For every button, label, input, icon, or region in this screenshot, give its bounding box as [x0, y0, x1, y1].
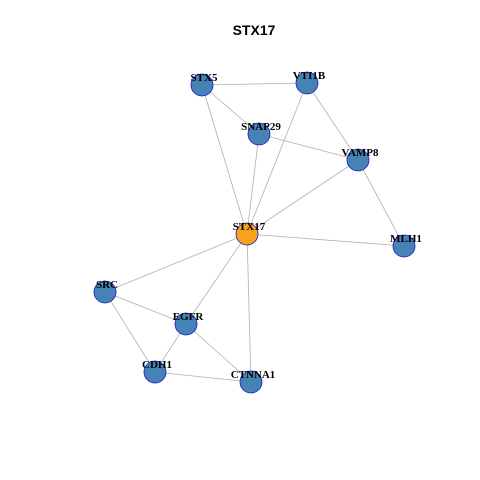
- node-vamp8: VAMP8: [341, 147, 379, 172]
- edges-layer: [104, 82, 405, 383]
- edge-stx5-snap29: [201, 84, 260, 135]
- edge-stx17-src: [104, 233, 248, 293]
- node-label-cdh1: CDH1: [142, 359, 172, 371]
- node-stx17: STX17: [233, 221, 266, 246]
- node-src: SRC: [93, 279, 118, 304]
- node-cdh1: CDH1: [142, 359, 172, 384]
- node-label-egfr: EGFR: [173, 311, 205, 323]
- graph-title: STX17: [233, 22, 276, 38]
- node-stx5: STX5: [190, 72, 218, 97]
- node-circle-mlh1: [392, 234, 416, 258]
- node-label-vti1b: VTI1B: [293, 70, 326, 82]
- node-circle-stx5: [190, 73, 214, 97]
- node-label-ctnna1: CTNNA1: [231, 369, 276, 381]
- node-label-vamp8: VAMP8: [341, 147, 379, 159]
- node-ctnna1: CTNNA1: [231, 369, 276, 394]
- edge-src-cdh1: [104, 291, 156, 373]
- edge-stx5-vti1b: [201, 82, 308, 86]
- node-label-stx5: STX5: [191, 72, 218, 84]
- edge-src-egfr: [104, 291, 187, 325]
- edge-stx17-egfr: [185, 233, 248, 325]
- node-circle-vti1b: [295, 71, 319, 95]
- edge-cdh1-ctnna1: [154, 371, 252, 383]
- node-circle-ctnna1: [239, 370, 263, 394]
- node-label-stx17: STX17: [233, 221, 266, 233]
- edge-vamp8-mlh1: [357, 159, 405, 247]
- edge-snap29-stx17: [246, 133, 260, 235]
- node-vti1b: VTI1B: [293, 70, 326, 95]
- node-snap29: SNAP29: [241, 121, 281, 146]
- node-mlh1: MLH1: [390, 233, 422, 258]
- node-circle-egfr: [174, 312, 198, 336]
- edge-snap29-vamp8: [258, 133, 359, 161]
- edge-stx5-stx17: [201, 84, 248, 235]
- edge-stx17-ctnna1: [246, 233, 252, 383]
- edge-vti1b-stx17: [246, 82, 308, 235]
- node-circle-cdh1: [143, 360, 167, 384]
- edge-stx17-mlh1: [246, 233, 405, 247]
- node-label-snap29: SNAP29: [241, 121, 281, 133]
- node-label-src: SRC: [96, 279, 118, 291]
- node-circle-snap29: [247, 122, 271, 146]
- node-circle-src: [93, 280, 117, 304]
- edge-egfr-ctnna1: [185, 323, 252, 383]
- node-circle-vamp8: [346, 148, 370, 172]
- edge-vti1b-vamp8: [306, 82, 359, 161]
- edge-vamp8-stx17: [246, 159, 359, 235]
- node-circle-stx17: [235, 222, 259, 246]
- node-egfr: EGFR: [173, 311, 205, 336]
- node-label-mlh1: MLH1: [390, 233, 422, 245]
